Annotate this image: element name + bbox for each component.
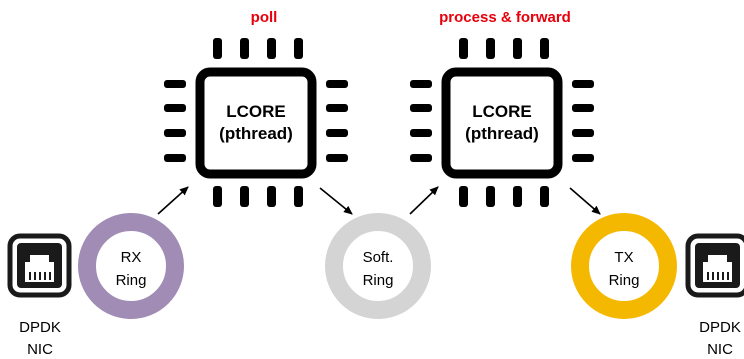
lcore-1-title: LCORE <box>226 102 286 121</box>
lcore-2-title: LCORE <box>472 102 532 121</box>
tx-ring-label-2: Ring <box>609 272 640 289</box>
lcore-chip-1: LCORE (pthread) <box>164 38 348 207</box>
cpu-chip-icon <box>410 38 594 207</box>
ethernet-port-icon <box>685 233 744 298</box>
nic-left-label-1: DPDK <box>19 319 61 336</box>
soft-ring-label-2: Ring <box>363 272 394 289</box>
nic-right-label-2: NIC <box>707 341 733 358</box>
tx-ring-label-1: TX <box>614 249 633 266</box>
nic-right-label-1: DPDK <box>699 319 741 336</box>
lcore-2-subtitle: (pthread) <box>465 124 539 143</box>
stage-label-process-forward: process & forward <box>439 9 571 26</box>
arrow-soft-to-lcore2 <box>409 186 439 215</box>
ethernet-port-icon <box>7 233 72 298</box>
soft-ring: Soft. Ring <box>325 213 431 319</box>
tx-ring: TX Ring <box>571 213 677 319</box>
arrow-rx-to-lcore1 <box>157 186 189 215</box>
dpdk-nic-left: DPDK NIC <box>7 233 72 358</box>
rx-ring: RX Ring <box>78 213 184 319</box>
dpdk-nic-right: DPDK NIC <box>685 233 744 358</box>
soft-ring-label-1: Soft. <box>363 249 394 266</box>
cpu-chip-icon <box>164 38 348 207</box>
arrow-lcore2-to-tx <box>569 187 601 215</box>
nic-left-label-2: NIC <box>27 341 53 358</box>
rx-ring-label-2: Ring <box>116 272 147 289</box>
stage-label-poll: poll <box>251 9 278 26</box>
rx-ring-label-1: RX <box>121 249 142 266</box>
lcore-chip-2: LCORE (pthread) <box>410 38 594 207</box>
lcore-1-subtitle: (pthread) <box>219 124 293 143</box>
arrow-lcore1-to-soft <box>319 187 353 215</box>
